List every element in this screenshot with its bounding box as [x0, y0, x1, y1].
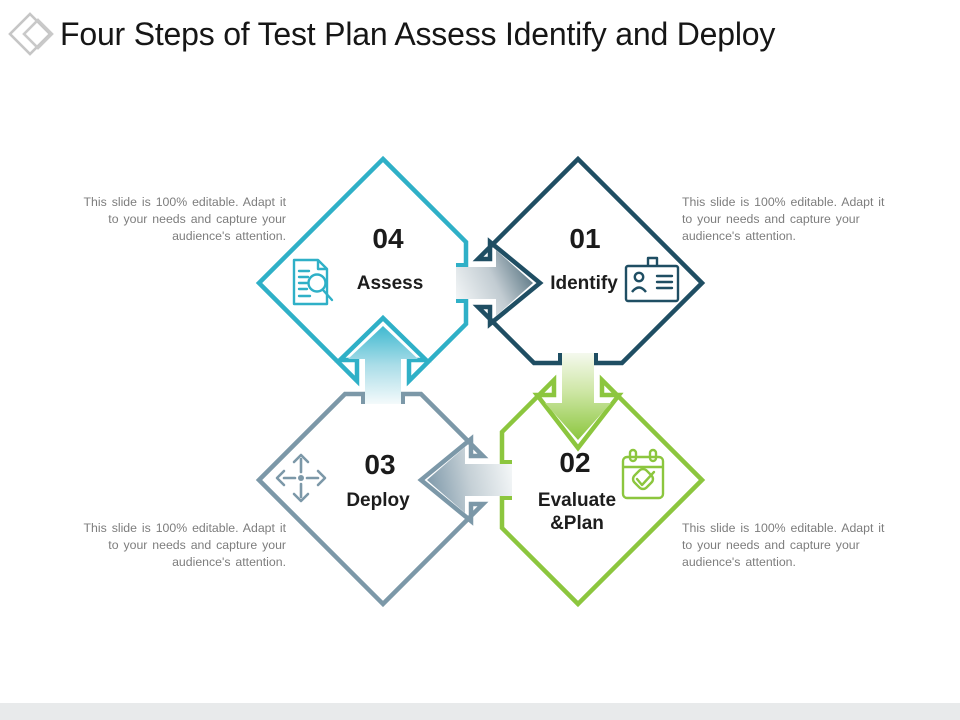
- note-line: to your needs and capture your: [682, 538, 860, 552]
- step-label-deploy: Deploy: [346, 490, 410, 511]
- id-card-icon: [624, 256, 680, 303]
- arrow-left: [427, 447, 512, 513]
- diamond-04-outline: [255, 155, 469, 387]
- note-line: This slide is 100% editable. Adapt it: [83, 195, 286, 209]
- step-label-assess: Assess: [356, 273, 424, 294]
- move-arrows-icon: [275, 453, 327, 503]
- arrow-right: [456, 250, 533, 316]
- note-line: to your needs and capture your: [108, 212, 286, 226]
- note-line: This slide is 100% editable. Adapt it: [83, 521, 286, 535]
- arrow-down: [545, 353, 611, 440]
- note-line: audience's attention.: [682, 555, 796, 569]
- step-number-04: 04: [372, 223, 404, 254]
- editable-note-bottom-right: This slide is 100% editable. Adapt it to…: [682, 520, 908, 571]
- note-line: This slide is 100% editable. Adapt it: [682, 195, 885, 209]
- note-line: audience's attention.: [172, 555, 286, 569]
- diamond-01-outline: [472, 155, 706, 366]
- diamond-02-outline: [499, 374, 706, 608]
- note-line: audience's attention.: [172, 229, 286, 243]
- step-number-03: 03: [364, 449, 396, 480]
- step-label-evaluate-plan: Evaluate &Plan: [537, 490, 617, 534]
- diamond-03-outline: [255, 391, 489, 608]
- notch-stubs-04: [456, 263, 466, 303]
- step-label-identify: Identify: [550, 273, 618, 294]
- step-number-02: 02: [559, 447, 591, 478]
- step-number-01: 01: [569, 223, 601, 254]
- note-line: This slide is 100% editable. Adapt it: [682, 521, 885, 535]
- notch-stubs-01: [558, 353, 598, 363]
- arrow-up: [348, 326, 418, 404]
- slide-title: Four Steps of Test Plan Assess Identify …: [60, 16, 776, 52]
- editable-note-top-right: This slide is 100% editable. Adapt it to…: [682, 194, 908, 245]
- editable-note-top-left: This slide is 100% editable. Adapt it to…: [60, 194, 286, 245]
- notch-stubs-02: [502, 460, 512, 500]
- editable-note-bottom-left: This slide is 100% editable. Adapt it to…: [60, 520, 286, 571]
- notch-stubs-03: [361, 394, 405, 404]
- calendar-check-icon: [621, 448, 665, 500]
- nested-diamonds-logo-icon: [8, 12, 54, 56]
- footer-bar: [0, 703, 960, 720]
- note-line: to your needs and capture your: [108, 538, 286, 552]
- note-line: audience's attention.: [682, 229, 796, 243]
- document-search-icon: [292, 258, 334, 306]
- note-line: to your needs and capture your: [682, 212, 860, 226]
